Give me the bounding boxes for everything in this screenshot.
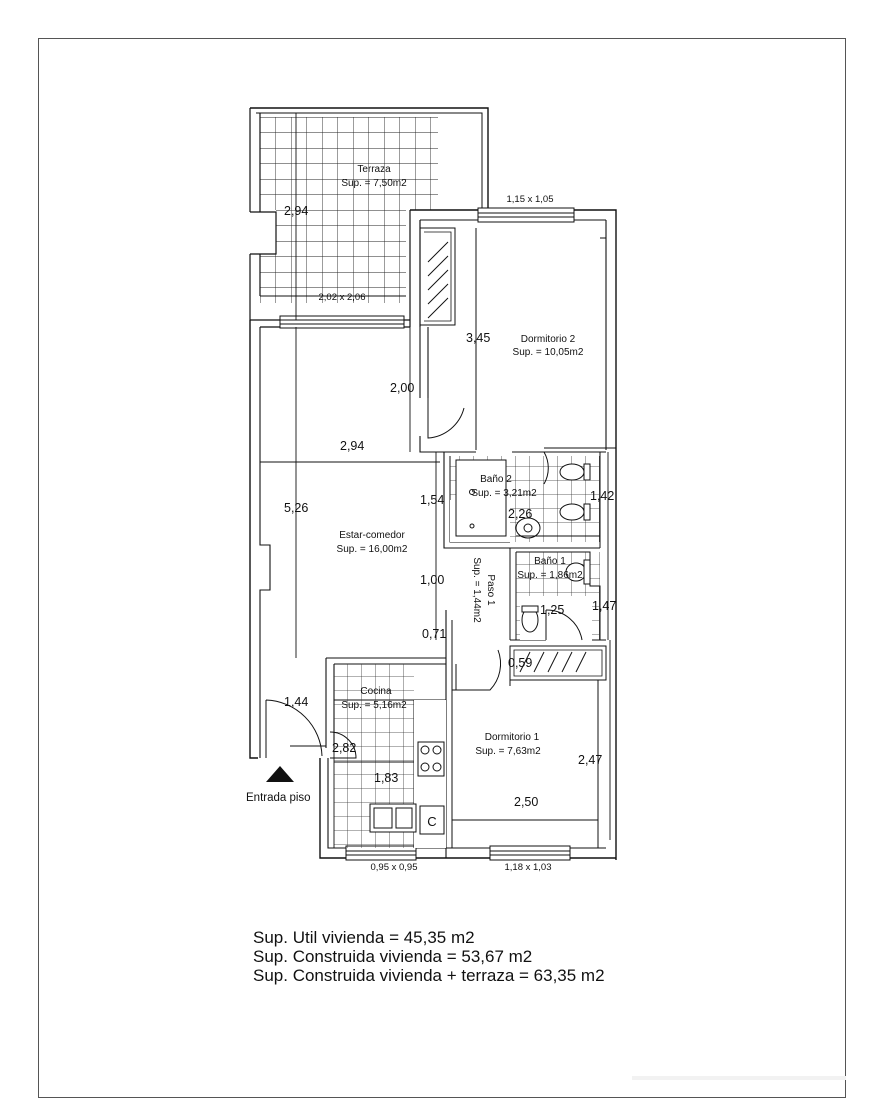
entrance-label: Entrada piso: [246, 792, 311, 804]
dim-b2-2-26: 2,26: [508, 507, 532, 521]
dim-cocina-1-83: 1,83: [374, 771, 398, 785]
dim-estar-width: 2,94: [340, 439, 364, 453]
total-util: Sup. Util vivienda = 45,35 m2: [253, 928, 475, 947]
dim-b2-1-42: 1,42: [590, 489, 614, 503]
room-name-dormitorio2: Dormitorio 2: [521, 334, 576, 345]
room-area-dormitorio1: Sup. = 7,63m2: [475, 746, 541, 757]
dim-cocina-2-82: 2,82: [332, 741, 356, 755]
room-area-paso: Sup. = 1,44m2: [471, 557, 482, 623]
dim-hall-1-00: 1,00: [420, 573, 444, 587]
dim-terraza-height: 2,94: [284, 204, 308, 218]
room-name-estar: Estar-comedor: [339, 530, 405, 541]
total-construida: Sup. Construida vivienda = 53,67 m2: [253, 947, 533, 966]
terrace: [249, 107, 489, 320]
room-name-dormitorio1: Dormitorio 1: [485, 732, 540, 743]
dim-window-top: 1,15 x 1,05: [506, 194, 553, 205]
closet-hatch: [427, 241, 587, 673]
room-area-estar: Sup. = 16,00m2: [337, 544, 408, 555]
total-construida-terraza: Sup. Construida vivienda + terraza = 63,…: [253, 966, 605, 985]
room-area-bano1: Sup. = 1,86m2: [517, 570, 583, 581]
area-summary: Sup. Util vivienda = 45,35 m2 Sup. Const…: [253, 928, 605, 985]
room-name-terraza: Terraza: [357, 164, 391, 175]
room-name-bano2: Baño 2: [480, 474, 512, 485]
dim-d1-2-50: 2,50: [514, 795, 538, 809]
dim-b1-1-47: 1,47: [592, 599, 616, 613]
entrance-arrow-icon: [266, 766, 294, 782]
corner-mark: [632, 1076, 846, 1080]
room-name-paso: Paso 1: [485, 574, 496, 606]
room-name-cocina: Cocina: [360, 686, 392, 697]
room-name-bano1: Baño 1: [534, 556, 566, 567]
dim-hall-0-71: 0,71: [422, 627, 446, 641]
dim-window-d1: 1,18 x 1,03: [504, 862, 551, 873]
doors: [265, 398, 583, 759]
room-area-dormitorio2: Sup. = 10,05m2: [513, 347, 584, 358]
room-area-terraza: Sup. = 7,50m2: [341, 178, 407, 189]
boiler-label: C: [427, 814, 436, 829]
dim-hall-2-00: 2,00: [390, 381, 414, 395]
dim-wardrobe-0-59: 0,59: [508, 656, 532, 670]
dim-door-terraza: 2,02 x 2,06: [318, 292, 365, 303]
dim-b2-1-54: 1,54: [420, 493, 444, 507]
dim-window-cocina: 0,95 x 0,95: [370, 862, 417, 873]
dim-d2-height: 3,45: [466, 331, 490, 345]
dim-estar-height: 5,26: [284, 501, 308, 515]
kitchen-tiles-top: [334, 664, 414, 700]
dimension-lines: [260, 113, 611, 848]
dim-b1-1-25: 1,25: [540, 603, 564, 617]
windows: [279, 207, 575, 861]
dim-cocina-1-44: 1,44: [284, 695, 308, 709]
dim-d1-2-47: 2,47: [578, 753, 602, 767]
room-area-bano2: Sup. = 3,21m2: [471, 488, 537, 499]
fixtures: [369, 459, 591, 835]
room-area-cocina: Sup. = 5,16m2: [341, 700, 407, 711]
